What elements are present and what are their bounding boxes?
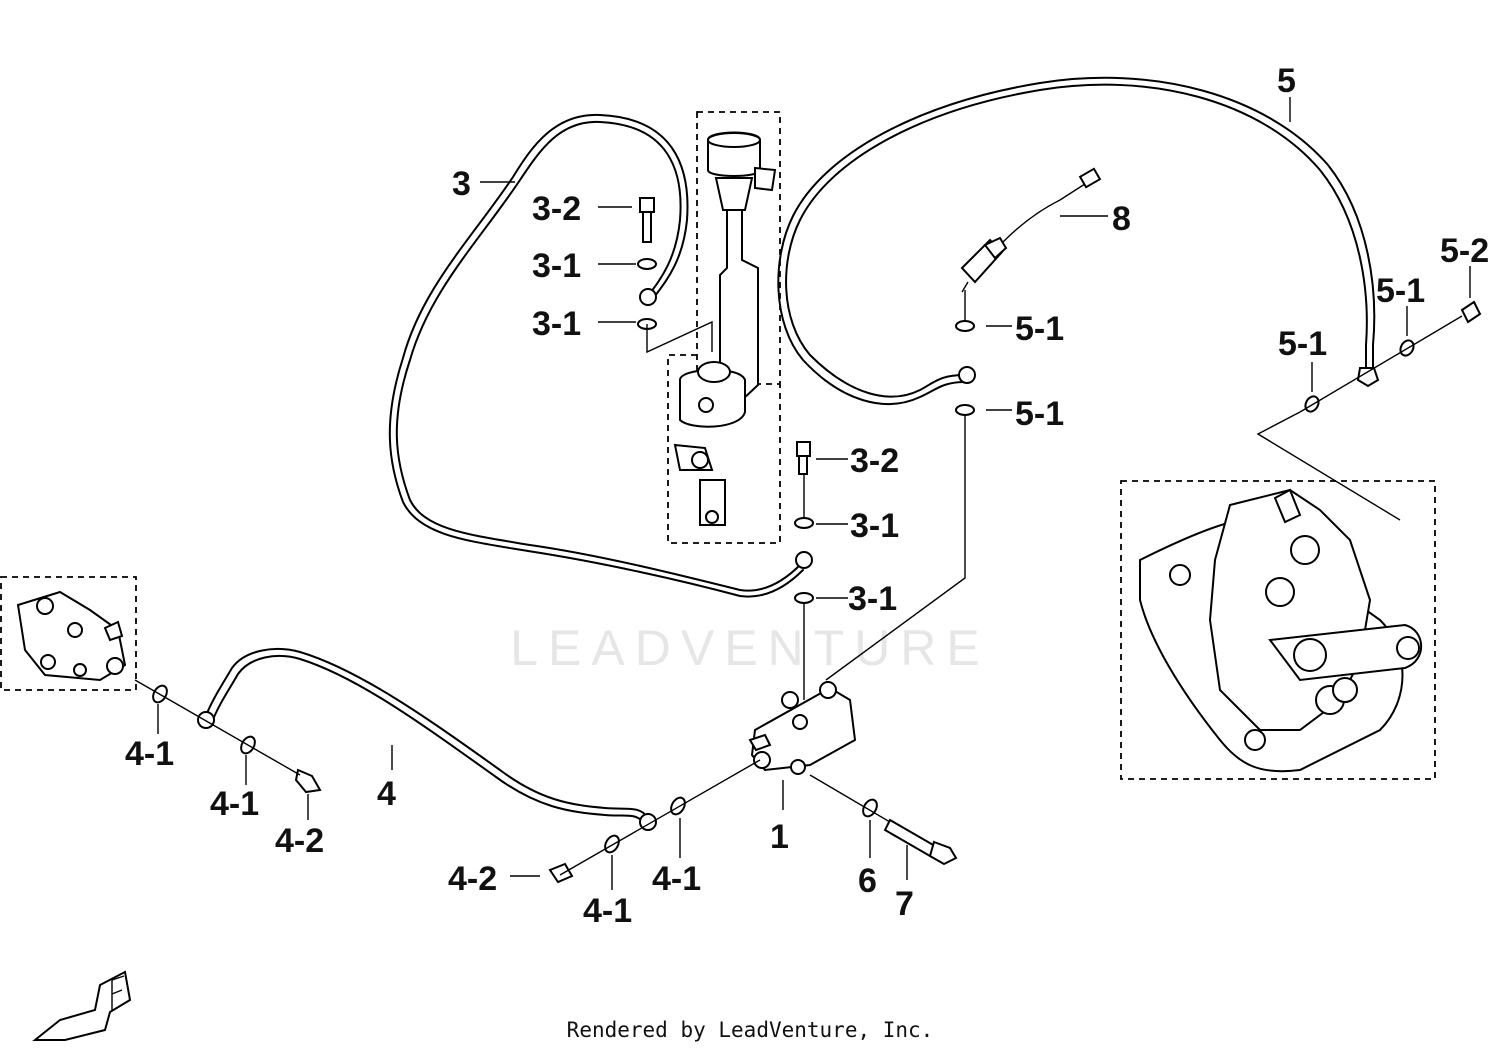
callout-4-1: 4-1: [583, 892, 632, 930]
bolt-axis-line: [809, 774, 891, 823]
banjo-set-3-lower: [794, 441, 814, 700]
callout-1: 1: [770, 818, 789, 856]
callout-5-2: 5-2: [1440, 232, 1489, 270]
washer-6: [862, 798, 878, 818]
watermark-text: LEADVENTURE: [510, 620, 990, 676]
banjo-set-4-right: [548, 759, 761, 884]
callout-5: 5: [1277, 62, 1296, 100]
banjo-set-5-center: [825, 290, 975, 681]
callout-5-1: 5-1: [1015, 395, 1064, 433]
banjo-set-3-upper: [637, 197, 713, 354]
brake-switch-8[interactable]: [960, 167, 1102, 293]
callout-5-1: 5-1: [1278, 325, 1327, 363]
callout-3: 3: [452, 165, 471, 203]
leader-lines: [157, 97, 1471, 890]
credit-text: Rendered by LeadVenture, Inc.: [566, 1018, 934, 1042]
callout-7: 7: [895, 885, 914, 923]
brake-pipe-3[interactable]: [388, 113, 804, 598]
callout-5-1: 5-1: [1376, 272, 1425, 310]
callout-3-1: 3-1: [532, 247, 581, 285]
callout-3-2: 3-2: [850, 442, 899, 480]
callout-4-1: 4-1: [125, 735, 174, 773]
caliper-box: [1120, 480, 1436, 780]
pipe-5-end-nut: [1356, 367, 1380, 388]
pipe-3-union-nut: [639, 288, 657, 306]
callout-3-2: 3-2: [532, 190, 581, 228]
pipe-4-left-union: [197, 711, 215, 729]
left-valve[interactable]: [16, 590, 127, 682]
callout-4-2: 4-2: [448, 860, 497, 898]
callout-labels: 1 3 3-2 3-1 3-1 3-2 3-1 3-1 4 4-1 4-1 4-…: [125, 62, 1489, 930]
callout-4-2: 4-2: [275, 822, 324, 860]
banjo-set-4-left: [134, 679, 322, 794]
banjo-set-5-right: [1256, 300, 1482, 521]
brake-pipe-5[interactable]: [777, 76, 1380, 405]
pipe-5-union: [958, 366, 976, 384]
callout-5-1: 5-1: [1015, 310, 1064, 348]
brake-pipe-4[interactable]: [197, 648, 657, 831]
front-direction-icon: [32, 970, 132, 1041]
callout-4-1: 4-1: [210, 785, 259, 823]
callout-4-1: 4-1: [652, 860, 701, 898]
bolt-7[interactable]: [883, 818, 958, 866]
callout-4: 4: [377, 775, 396, 813]
callout-6: 6: [858, 862, 877, 900]
callout-8: 8: [1112, 200, 1131, 238]
callout-3-1: 3-1: [532, 305, 581, 343]
valve-1[interactable]: [748, 681, 857, 810]
left-valve-box: [0, 576, 137, 691]
master-cylinder[interactable]: [673, 131, 777, 526]
callout-3-1: 3-1: [850, 507, 899, 545]
brake-caliper[interactable]: [1139, 488, 1423, 773]
callout-3-1: 3-1: [848, 580, 897, 618]
